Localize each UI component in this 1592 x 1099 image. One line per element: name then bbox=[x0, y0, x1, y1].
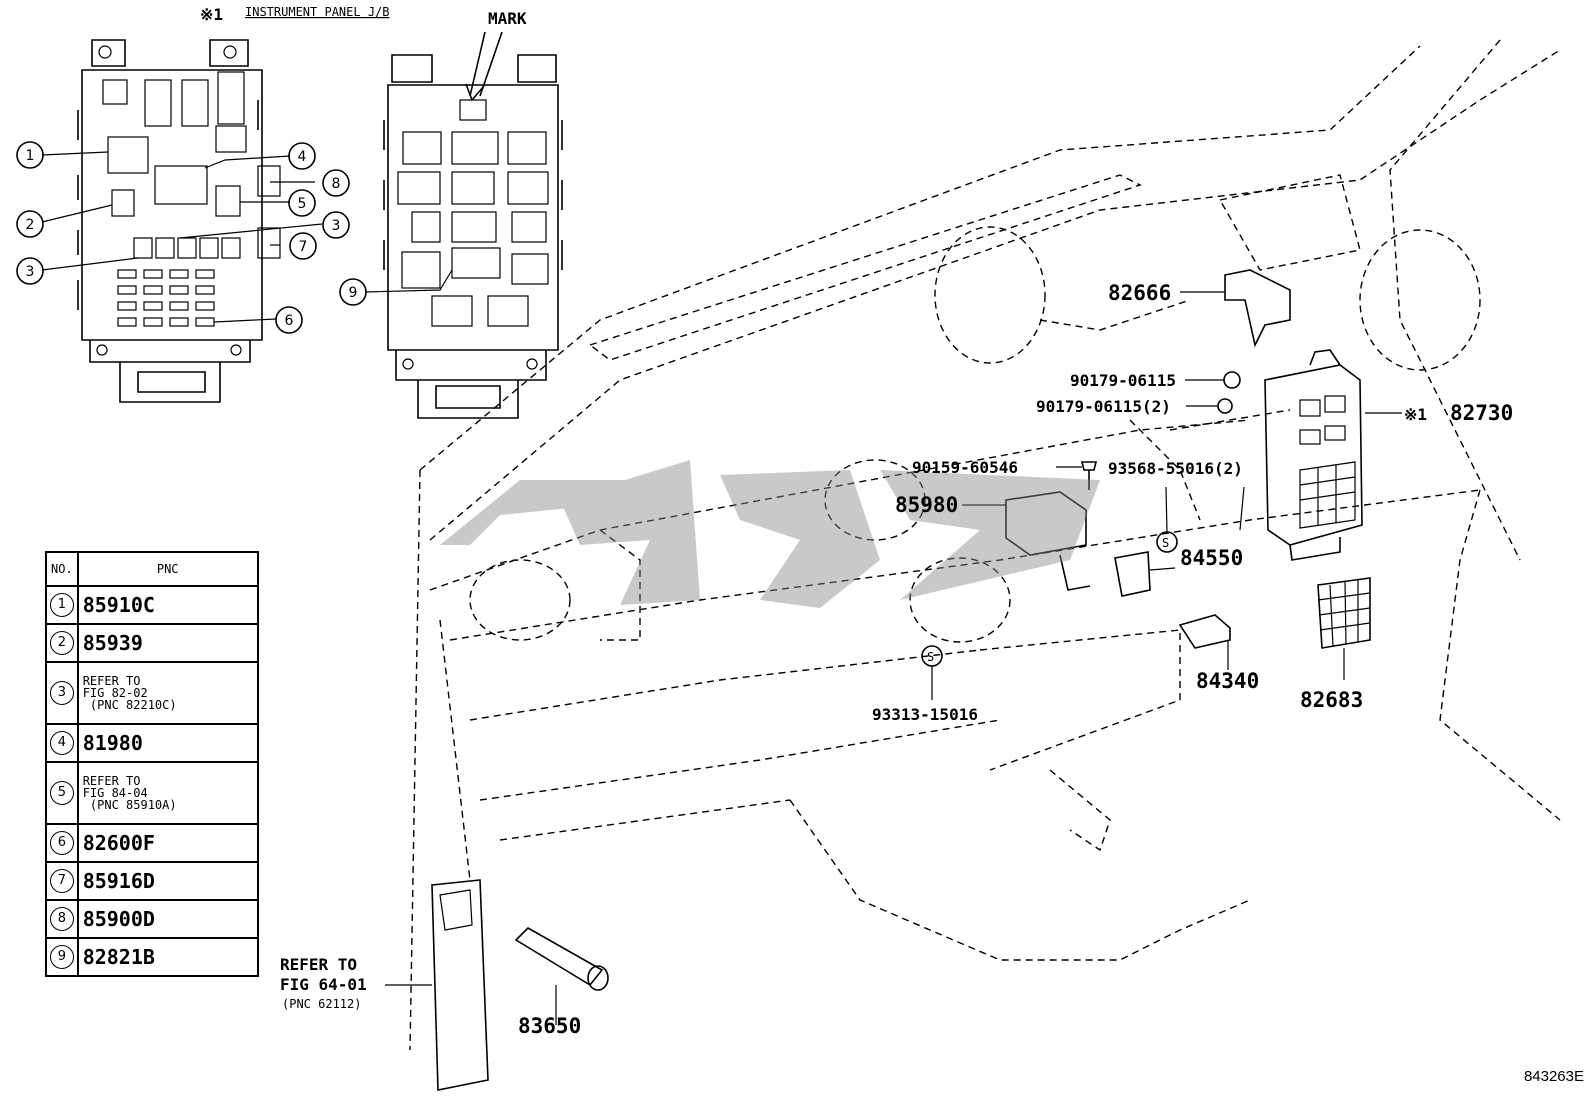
part-82683-label-sheet bbox=[1317, 577, 1371, 680]
callout-3b: 3 bbox=[332, 218, 341, 234]
label-refer-3: (PNC 62112) bbox=[282, 997, 361, 1011]
callout-3a: 3 bbox=[26, 264, 35, 280]
table-header-row: NO. PNC bbox=[45, 551, 259, 587]
instrument-panel bbox=[409, 39, 1561, 1051]
watermark-logo bbox=[440, 460, 1100, 608]
ref-mark: ※1 bbox=[200, 5, 223, 24]
label-refer-2: FIG 64-01 bbox=[280, 975, 367, 994]
part-83650-dimmer bbox=[514, 927, 609, 1025]
jb-callout-circles bbox=[16, 141, 367, 334]
table-row: 8 85900D bbox=[45, 899, 259, 939]
row-pnc: REFER TO FIG 84-04 (PNC 85910A) bbox=[76, 761, 259, 825]
part-84550-switch bbox=[1114, 551, 1176, 597]
callout-2: 2 bbox=[26, 217, 35, 233]
row-no: 7 bbox=[49, 869, 74, 893]
svg-text:S: S bbox=[927, 650, 934, 664]
jb-callout-numbers: 1 2 3 3 4 5 6 7 8 9 bbox=[26, 148, 358, 329]
table-row: 9 82821B bbox=[45, 937, 259, 977]
row-pnc: 85939 bbox=[76, 623, 259, 663]
table-row: 3 REFER TO FIG 82-02 (PNC 82210C) bbox=[45, 661, 259, 725]
part-82666-bracket bbox=[1180, 269, 1291, 348]
part-82730-junction-block bbox=[1264, 349, 1402, 561]
table-row: 2 85939 bbox=[45, 623, 259, 663]
callout-9: 9 bbox=[349, 285, 358, 301]
callout-7: 7 bbox=[299, 239, 308, 255]
table-row: 7 85916D bbox=[45, 861, 259, 901]
part-90179-nuts bbox=[1185, 371, 1241, 414]
table-row: 5 REFER TO FIG 84-04 (PNC 85910A) bbox=[45, 761, 259, 825]
label-90179-a: 90179-06115 bbox=[1070, 371, 1176, 390]
row-pnc: 85910C bbox=[76, 585, 259, 625]
row-no: 3 bbox=[49, 681, 74, 705]
label-82730: 82730 bbox=[1450, 401, 1513, 425]
label-90179-b: 90179-06115(2) bbox=[1036, 397, 1171, 416]
table-row: 1 85910C bbox=[45, 585, 259, 625]
label-90159: 90159-60546 bbox=[912, 458, 1018, 477]
row-no: 9 bbox=[49, 945, 74, 969]
junction-block-back bbox=[383, 54, 563, 419]
row-pnc: 81980 bbox=[76, 723, 259, 763]
label-85980: 85980 bbox=[895, 493, 958, 517]
callout-4: 4 bbox=[298, 149, 307, 165]
label-93568: 93568-55016(2) bbox=[1108, 459, 1243, 478]
col-pnc-header: PNC bbox=[76, 551, 259, 587]
jb-leaders bbox=[41, 151, 453, 323]
part-85980-relay bbox=[962, 491, 1091, 591]
row-no: 1 bbox=[49, 593, 74, 617]
row-pnc: REFER TO FIG 82-02 (PNC 82210C) bbox=[76, 661, 259, 725]
mark-arrow bbox=[465, 31, 503, 102]
row-no: 8 bbox=[49, 907, 74, 931]
row-pnc: 82821B bbox=[76, 937, 259, 977]
callout-6: 6 bbox=[285, 313, 294, 329]
svg-text:S: S bbox=[1162, 536, 1169, 550]
callout-1: 1 bbox=[26, 148, 35, 164]
row-pnc: 85916D bbox=[76, 861, 259, 901]
label-82730-mark: ※1 bbox=[1404, 405, 1427, 424]
figure-code: 843263E bbox=[1523, 1068, 1584, 1085]
part-screws-S: S S bbox=[921, 486, 1245, 700]
table-row: 6 82600F bbox=[45, 823, 259, 863]
label-93313: 93313-15016 bbox=[872, 705, 978, 724]
junction-block-front bbox=[77, 39, 281, 403]
ref-caption: INSTRUMENT PANEL J/B bbox=[245, 5, 390, 19]
label-84340: 84340 bbox=[1196, 669, 1259, 693]
col-no-header: NO. bbox=[45, 551, 79, 587]
pnc-table: NO. PNC 1 85910C 2 85939 3 REFER TO FIG … bbox=[45, 551, 259, 977]
callout-8: 8 bbox=[332, 176, 341, 192]
callout-5: 5 bbox=[298, 196, 307, 212]
part-62112-pillar-trim bbox=[385, 879, 489, 1091]
row-pnc: 82600F bbox=[76, 823, 259, 863]
row-no: 4 bbox=[49, 731, 74, 755]
row-no: 2 bbox=[49, 631, 74, 655]
row-no: 6 bbox=[49, 831, 74, 855]
part-90159-screw bbox=[1056, 461, 1098, 490]
label-refer-1: REFER TO bbox=[280, 955, 357, 974]
mark-label: MARK bbox=[488, 9, 527, 28]
label-82683: 82683 bbox=[1300, 688, 1363, 712]
label-83650: 83650 bbox=[518, 1014, 581, 1038]
row-pnc: 85900D bbox=[76, 899, 259, 939]
label-82666: 82666 bbox=[1108, 281, 1171, 305]
label-84550: 84550 bbox=[1180, 546, 1243, 570]
table-row: 4 81980 bbox=[45, 723, 259, 763]
part-84340-switch bbox=[1178, 614, 1231, 670]
row-no: 5 bbox=[49, 781, 74, 805]
